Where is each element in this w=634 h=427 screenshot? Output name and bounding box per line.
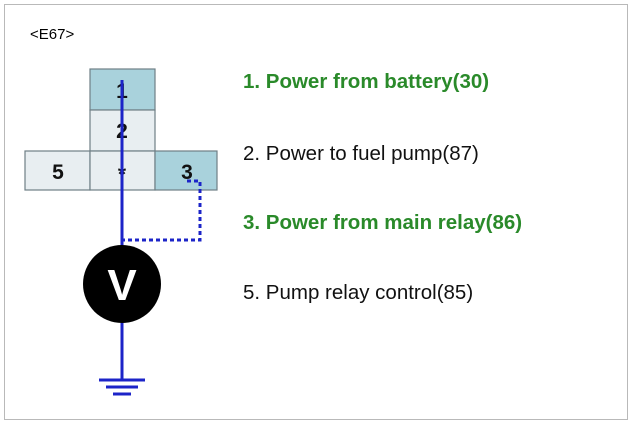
voltmeter-symbol: V	[107, 261, 137, 310]
pin-cell-5	[24, 150, 91, 191]
description-pin-1: 1. Power from battery(30)	[243, 70, 490, 93]
pin-label-5: 5	[52, 161, 64, 184]
voltmeter-icon	[83, 245, 161, 323]
description-pin-2: 2. Power to fuel pump(87)	[243, 142, 479, 165]
diagram-frame	[4, 4, 628, 420]
description-pin-5: 5. Pump relay control(85)	[243, 281, 474, 304]
connector-id-label: <E67>	[30, 26, 75, 43]
probe-wire-pin3	[122, 179, 202, 242]
description-pin-3: 3. Power from main relay(86)	[243, 211, 523, 234]
pin-cell-3	[154, 150, 218, 191]
pin-label-3: 3	[181, 161, 193, 184]
ground-icon	[99, 378, 145, 396]
